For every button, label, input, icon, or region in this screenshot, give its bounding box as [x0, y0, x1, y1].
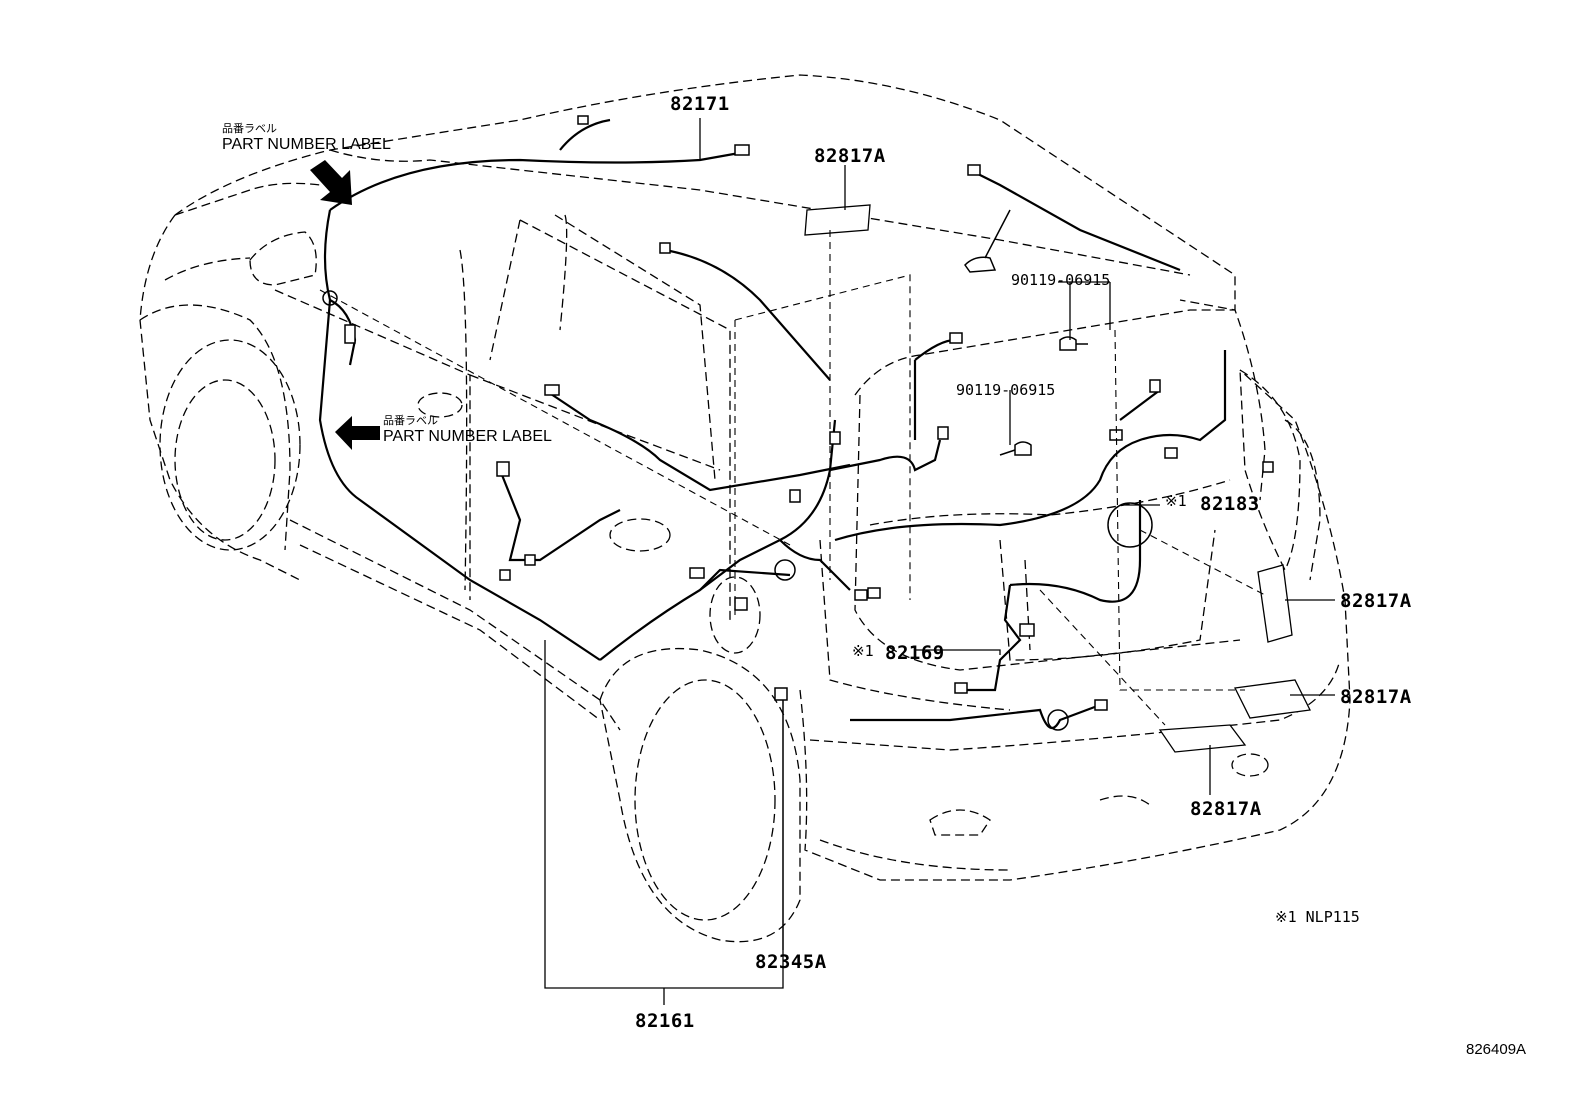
callout-82345a: 82345A	[755, 951, 827, 973]
leader-lines	[544, 118, 1335, 1005]
arrow-mid-icon	[335, 416, 380, 450]
callout-90119-a: 90119-06915	[1011, 271, 1111, 289]
part-number-arrows	[310, 160, 380, 450]
part-number-label-top-en: PART NUMBER LABEL	[222, 136, 391, 153]
part-number-label-top-jp: 品番ラベル	[222, 123, 277, 135]
grommets	[322, 290, 1153, 731]
arrow-top-icon	[310, 160, 352, 205]
callout-82161: 82161	[635, 1010, 695, 1032]
antenna	[964, 209, 1011, 273]
callout-82817a-right-3: 82817A	[1190, 798, 1262, 820]
callout-82817a-top: 82817A	[814, 145, 886, 167]
callout-82169-mark: ※1	[852, 642, 874, 660]
vehicle-body-outline	[139, 74, 1351, 943]
label-patches	[804, 204, 1311, 753]
part-number-label-mid-en: PART NUMBER LABEL	[383, 428, 552, 445]
part-number-label-mid: 品番ラベル PART NUMBER LABEL	[383, 415, 552, 446]
callout-90119-b: 90119-06915	[956, 381, 1056, 399]
footnote: ※1 NLP115	[1275, 908, 1360, 926]
callout-82171: 82171	[670, 93, 730, 115]
part-number-label-mid-jp: 品番ラベル	[383, 415, 438, 427]
callout-82169: 82169	[885, 642, 945, 664]
figure-id: 826409A	[1466, 1041, 1527, 1058]
bolts	[999, 336, 1088, 456]
callout-82817a-right-1: 82817A	[1340, 590, 1412, 612]
callout-82817a-right-2: 82817A	[1340, 686, 1412, 708]
connectors	[344, 115, 1274, 711]
part-number-label-top: 品番ラベル PART NUMBER LABEL	[222, 123, 391, 154]
indication-lines	[319, 230, 1266, 726]
callout-82183-mark: ※1	[1165, 492, 1187, 510]
callout-82183: 82183	[1200, 493, 1260, 515]
